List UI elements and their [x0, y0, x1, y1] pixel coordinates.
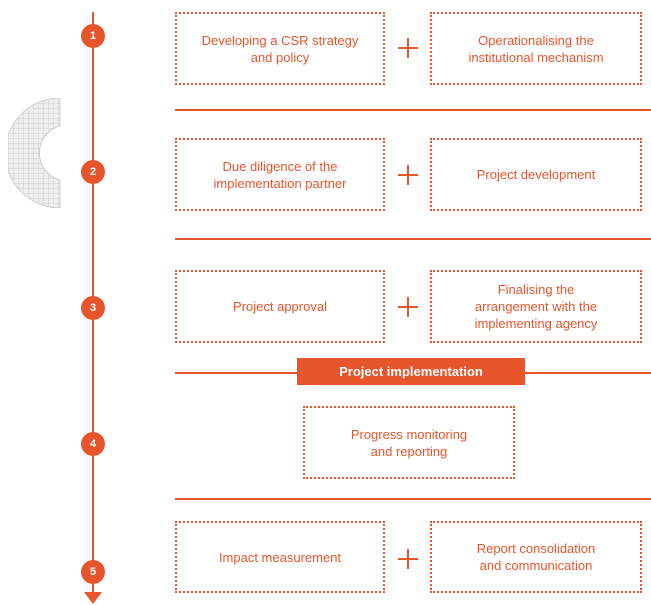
box-institutional-mechanism: Operationalising the institutional mecha…: [430, 12, 642, 85]
box-report-consolidation: Report consolidation and communication: [430, 521, 642, 593]
box-label: Developing a CSR strategy and policy: [201, 32, 359, 65]
box-project-approval: Project approval: [175, 270, 385, 343]
step-marker-3: 3: [81, 296, 105, 320]
step-marker-5: 5: [81, 560, 105, 584]
box-label: Project approval: [233, 299, 327, 314]
box-impact-measurement: Impact measurement: [175, 521, 385, 593]
separator-line: [175, 238, 651, 240]
box-label: Report consolidation and communication: [476, 541, 596, 573]
box-label: Impact measurement: [218, 549, 342, 565]
project-implementation-banner: Project implementation: [297, 358, 525, 385]
step-marker-1: 1: [81, 24, 105, 48]
plus-icon: [398, 297, 418, 317]
box-label: Finalising the arrangement with the impl…: [474, 282, 598, 331]
step-marker-2: 2: [81, 160, 105, 184]
box-label: Due diligence of the implementation part…: [213, 158, 347, 191]
box-progress-monitoring: Progress monitoring and reporting: [303, 406, 515, 479]
box-project-development: Project development: [430, 138, 642, 211]
box-label: Project development: [476, 167, 596, 182]
box-label: Progress monitoring and reporting: [350, 426, 468, 459]
box-implementing-agency: Finalising the arrangement with the impl…: [430, 270, 642, 343]
separator-line: [175, 109, 651, 111]
plus-icon: [398, 38, 418, 58]
box-label: Operationalising the institutional mecha…: [468, 32, 604, 65]
decorative-grid-arc: [8, 98, 61, 208]
box-due-diligence: Due diligence of the implementation part…: [175, 138, 385, 211]
timeline-arrow-icon: [84, 592, 102, 604]
plus-icon: [398, 549, 418, 569]
plus-icon: [398, 165, 418, 185]
separator-line: [175, 498, 651, 500]
box-csr-strategy: Developing a CSR strategy and policy: [175, 12, 385, 85]
step-marker-4: 4: [81, 432, 105, 456]
